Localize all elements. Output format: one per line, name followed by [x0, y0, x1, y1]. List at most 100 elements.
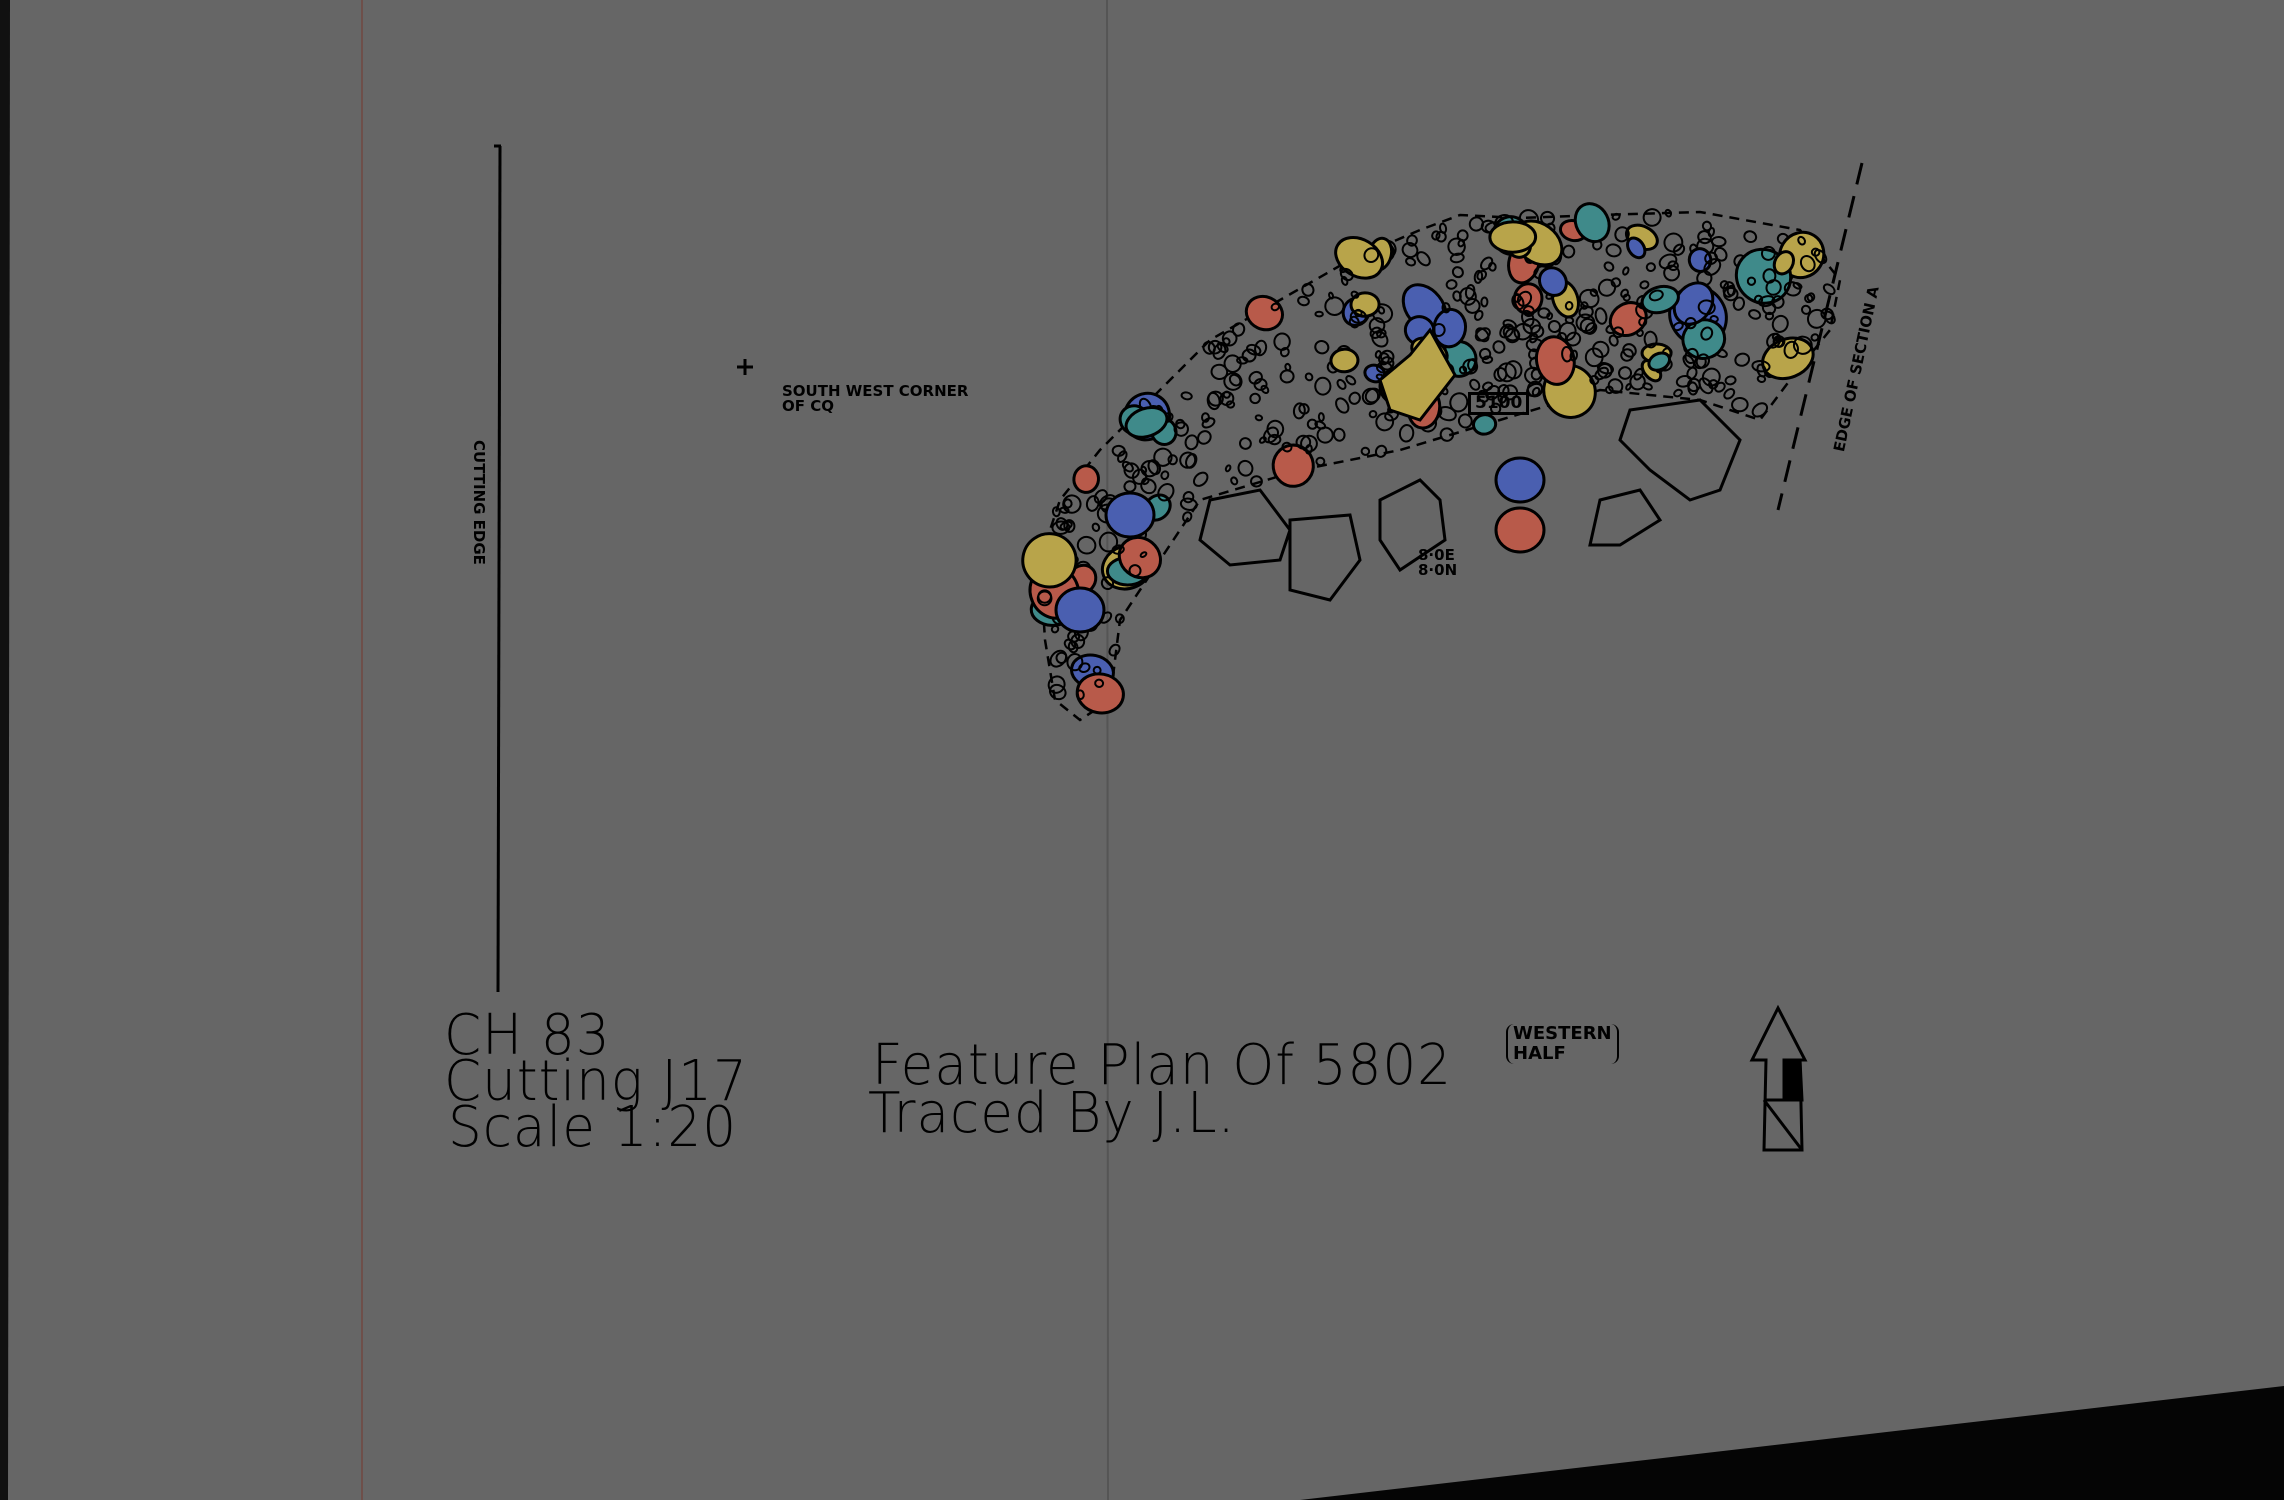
- stone: [1673, 388, 1683, 398]
- stone: [1605, 385, 1614, 395]
- feature-note-line1: WESTERN: [1513, 1023, 1612, 1044]
- stone: [1216, 341, 1229, 354]
- grid-point-line2: 8·0N: [1418, 561, 1458, 579]
- stone: [1244, 294, 1284, 332]
- stone: [1085, 495, 1100, 512]
- stone: [1304, 444, 1313, 455]
- stone: [1232, 322, 1246, 337]
- stone: [1658, 253, 1678, 270]
- stone: [1709, 315, 1719, 323]
- scan-shadow-bottom: [1300, 1386, 2284, 1500]
- scan-shadow-left: [0, 0, 10, 1500]
- stone: [1592, 340, 1610, 359]
- stone: [1049, 683, 1067, 701]
- stone: [1578, 305, 1594, 319]
- cutting-id: Cutting J17: [444, 1049, 748, 1114]
- large-stone: [1494, 456, 1546, 504]
- stone: [1317, 412, 1325, 422]
- stone: [1315, 456, 1326, 467]
- stone: [1638, 317, 1648, 327]
- stone: [1075, 672, 1125, 715]
- stone: [1371, 330, 1389, 348]
- stone: [1254, 339, 1268, 357]
- stone: [1642, 382, 1653, 391]
- stone: [1329, 347, 1360, 374]
- stone: [1438, 222, 1448, 234]
- stone: [1401, 242, 1419, 259]
- stone: [1618, 366, 1633, 380]
- stone: [1297, 295, 1310, 307]
- stone: [1820, 307, 1834, 321]
- stone: [1756, 363, 1768, 378]
- stone: [1459, 286, 1477, 306]
- stone: [1753, 294, 1764, 305]
- stone: [1141, 477, 1150, 486]
- plus-icon: [737, 359, 753, 375]
- stone: [1810, 333, 1820, 342]
- stone: [1117, 450, 1128, 463]
- stone: [1075, 689, 1085, 701]
- stone: [1522, 305, 1535, 318]
- stone: [1663, 264, 1680, 282]
- stone: [1667, 260, 1679, 272]
- stone: [1474, 309, 1484, 321]
- stone: [1062, 494, 1082, 514]
- sw-corner-line2: OF CQ: [782, 397, 834, 415]
- stone: [1643, 330, 1658, 349]
- stone: [1546, 312, 1554, 321]
- stone: [1063, 519, 1076, 533]
- stone: [1185, 453, 1198, 469]
- stone: [1482, 381, 1494, 392]
- stone: [1458, 365, 1468, 375]
- stone: [1260, 384, 1270, 394]
- stone: [1645, 262, 1656, 273]
- stone: [1480, 296, 1489, 308]
- stone: [1416, 251, 1431, 267]
- stone: [1350, 290, 1360, 299]
- stone: [1021, 532, 1078, 589]
- large-stone: [1618, 398, 1742, 502]
- stone: [1457, 413, 1473, 429]
- stone: [1128, 564, 1142, 578]
- stone: [1771, 295, 1785, 309]
- stone: [1686, 366, 1698, 380]
- stone: [1223, 372, 1243, 391]
- stone: [1584, 347, 1604, 368]
- stone: [1111, 544, 1125, 555]
- stone: [1799, 255, 1816, 273]
- stone: [1748, 309, 1762, 320]
- stone: [1345, 375, 1357, 386]
- stone: [1374, 444, 1388, 458]
- stone: [1589, 375, 1600, 386]
- large-stone: [1378, 478, 1447, 573]
- stone: [1746, 276, 1757, 286]
- stone: [1292, 402, 1306, 420]
- stone: [1731, 397, 1749, 413]
- sw-corner-line1: SOUTH WEST CORNER: [782, 382, 969, 400]
- stone: [1622, 343, 1637, 358]
- stone: [1306, 418, 1318, 430]
- stone: [1672, 243, 1686, 256]
- stone: [1072, 464, 1101, 494]
- stone: [1475, 327, 1490, 343]
- cutting-edge-line: [496, 145, 502, 993]
- stone: [1439, 427, 1455, 442]
- fold-line: [1106, 0, 1109, 1500]
- stone: [1611, 212, 1621, 221]
- stone: [1813, 249, 1828, 265]
- stone: [1173, 421, 1189, 437]
- stone: [1222, 390, 1231, 399]
- stone: [1114, 613, 1125, 624]
- stone: [1223, 354, 1242, 373]
- stone: [1521, 309, 1535, 328]
- stone: [1724, 375, 1737, 386]
- stone: [1241, 348, 1257, 363]
- stone: [1051, 520, 1071, 535]
- stone: [1642, 208, 1662, 227]
- stone: [1496, 362, 1517, 383]
- stone: [1441, 302, 1451, 314]
- stone: [1473, 269, 1484, 284]
- stone: [1238, 437, 1252, 450]
- stone: [1743, 230, 1758, 244]
- stone: [1607, 378, 1624, 394]
